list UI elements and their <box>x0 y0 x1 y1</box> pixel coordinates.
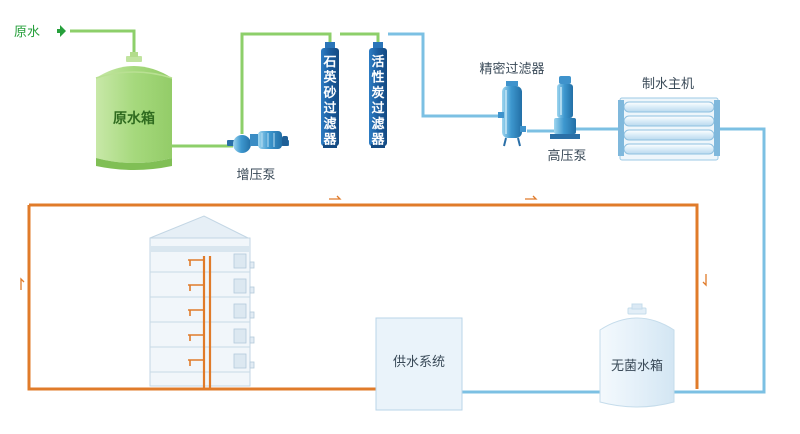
supply-system-icon <box>375 317 463 411</box>
loop-left-pipe <box>27 205 376 391</box>
flow-direction-icon <box>20 195 707 290</box>
building-icon <box>149 215 255 389</box>
loop-top-pipe <box>29 203 699 389</box>
circulation-loop <box>27 203 699 391</box>
quartz-to-carbon-pipe <box>340 32 380 44</box>
raw-water-tank <box>95 52 173 170</box>
high-pressure-pump-label: 高压泵 <box>547 148 586 164</box>
carbon-filter-label: 活性炭过滤器 <box>370 54 385 148</box>
quartz-filter-icon <box>321 42 339 148</box>
ro-unit-label: 制水主机 <box>642 77 694 92</box>
pump-to-quartz-pipe <box>240 32 332 134</box>
ro-to-sterile-tank-pipe <box>674 127 766 394</box>
raw-inlet-pipe <box>70 29 136 58</box>
sterile-tank-label: 无菌水箱 <box>611 358 663 374</box>
ro-unit-icon <box>618 97 720 161</box>
arrow-right-icon <box>57 25 66 37</box>
carbon-filter-icon <box>369 42 387 148</box>
clean-water-pipes <box>388 32 766 394</box>
booster-pump-icon <box>227 131 289 153</box>
raw-tank-label: 原水箱 <box>113 110 155 127</box>
high-pressure-pump-icon <box>550 76 580 139</box>
booster-pump-label: 增压泵 <box>236 168 275 183</box>
quartz-filter-label: 石英砂过滤器 <box>322 55 337 148</box>
supply-system-label: 供水系统 <box>393 355 445 370</box>
sterile-tank-icon <box>599 303 675 408</box>
precision-filter-icon <box>498 81 526 147</box>
precision-filter-label: 精密过滤器 <box>479 61 544 77</box>
carbon-to-precision-pipe <box>388 32 501 118</box>
raw-water-label: 原水 <box>14 25 40 40</box>
raw-water-pipes <box>70 29 380 148</box>
